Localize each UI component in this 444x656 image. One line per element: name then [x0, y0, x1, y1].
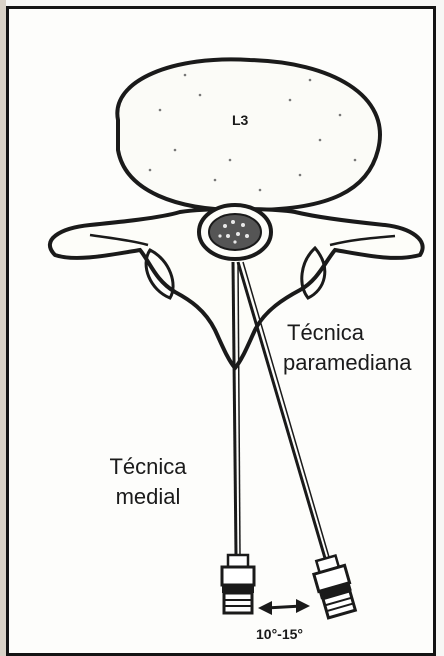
medial-label-line1: Técnica	[88, 452, 208, 482]
paramedian-label-line2: paramediana	[283, 348, 411, 378]
angle-range-label: 10°-15°	[256, 626, 303, 642]
dural-sac	[209, 214, 261, 250]
vertebral-body	[117, 59, 380, 210]
paramedian-technique-label: Técnica paramediana	[283, 318, 411, 378]
medial-label-line2: medial	[88, 482, 208, 512]
medial-technique-label: Técnica medial	[88, 452, 208, 512]
angle-arrow	[258, 599, 310, 615]
paramedian-label-line1: Técnica	[283, 318, 411, 348]
vertebra-label: L3	[232, 112, 248, 128]
